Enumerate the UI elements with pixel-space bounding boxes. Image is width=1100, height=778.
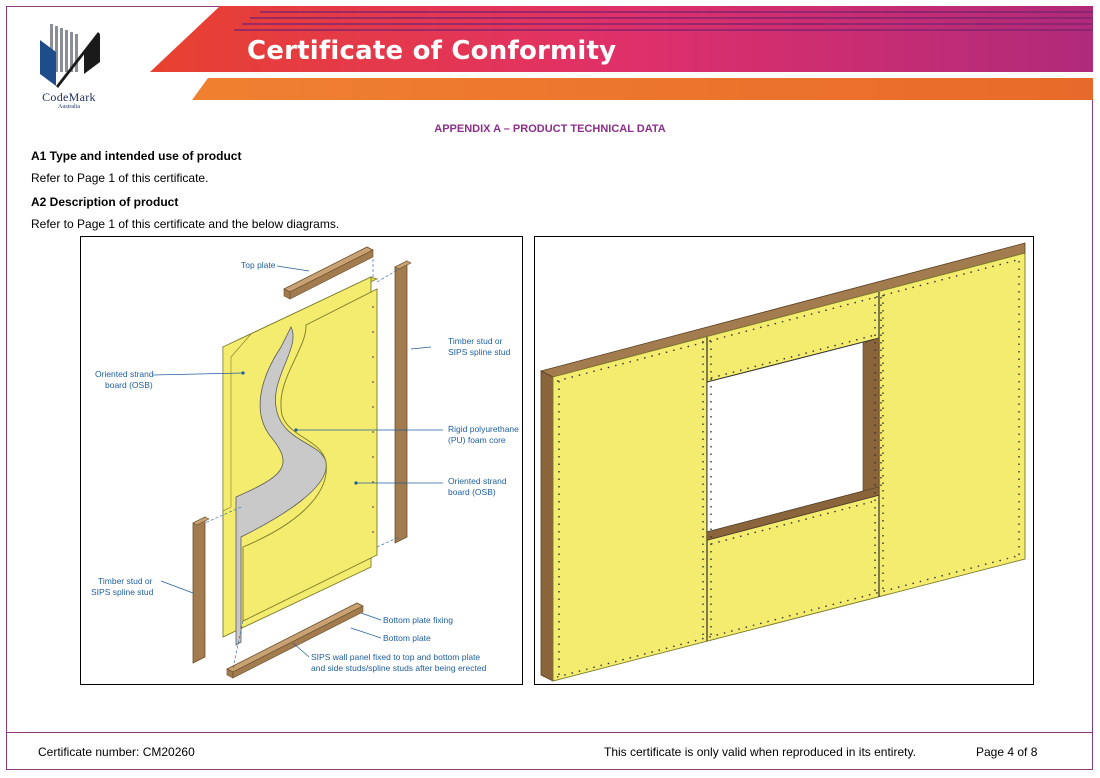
label-osb-left-1: Oriented strand: [95, 369, 154, 379]
header-banner: Certificate of Conformity: [150, 6, 1093, 100]
label-osb-right-1: Oriented strand: [448, 476, 507, 486]
label-stud-left-2: SIPS spline stud: [91, 587, 154, 597]
page-number: Page 4 of 8: [976, 745, 1038, 759]
section-a2-text: Refer to Page 1 of this certificate and …: [31, 217, 340, 231]
section-a1-heading: A1 Type and intended use of product: [31, 149, 242, 163]
label-bottom-fixing: Bottom plate fixing: [383, 615, 453, 625]
codemark-logo: [24, 22, 116, 114]
certificate-title: Certificate of Conformity: [247, 36, 617, 66]
label-sips-1: SIPS wall panel fixed to top and bottom …: [311, 652, 480, 662]
label-bottom-plate: Bottom plate: [383, 633, 431, 643]
section-a1-text: Refer to Page 1 of this certificate.: [31, 171, 209, 185]
label-sips-2: and side studs/spline studs after being …: [311, 663, 487, 673]
certificate-number: Certificate number: CM20260: [38, 745, 195, 759]
logo-wordmark: CodeMark: [42, 90, 96, 104]
section-a2-heading: A2 Description of product: [31, 195, 179, 209]
exploded-panel-diagram: Top plate Timber stud or SIPS spline stu…: [80, 236, 523, 685]
label-pu-2: (PU) foam core: [448, 435, 506, 445]
label-stud-left-1: Timber stud or: [98, 576, 153, 586]
label-stud-right-2: SIPS spline stud: [448, 347, 511, 357]
label-pu-1: Rigid polyurethane: [448, 424, 519, 434]
footer-divider: [6, 732, 1093, 733]
appendix-title: APPENDIX A – PRODUCT TECHNICAL DATA: [434, 123, 666, 135]
logo-subtitle: Australia: [58, 104, 80, 110]
label-osb-left-2: board (OSB): [105, 380, 153, 390]
label-top-plate: Top plate: [241, 260, 276, 270]
label-stud-right-1: Timber stud or: [448, 336, 503, 346]
assembled-wall-diagram: [534, 236, 1034, 685]
label-osb-right-2: board (OSB): [448, 487, 496, 497]
validity-note: This certificate is only valid when repr…: [604, 745, 916, 759]
